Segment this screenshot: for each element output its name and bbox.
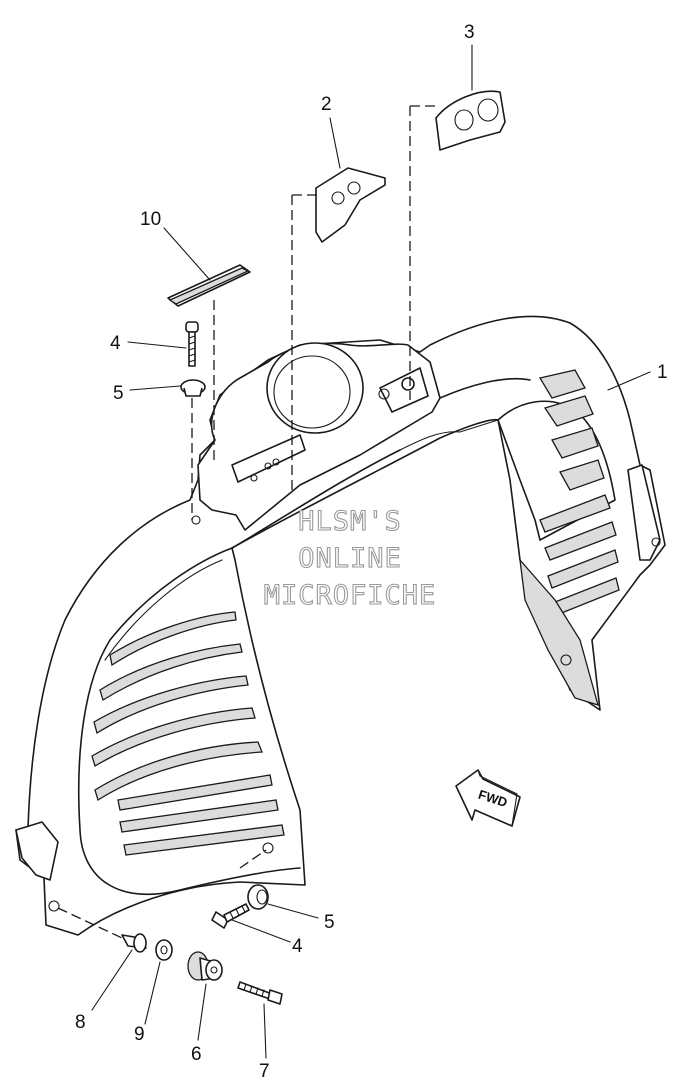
part-5-grommet-lower [247, 884, 269, 910]
callout-1: 1 [657, 362, 668, 383]
part-3-bracket [435, 90, 506, 151]
part-8-collar [121, 933, 147, 953]
callout-4-upper: 4 [110, 333, 121, 354]
callout-5-lower: 5 [324, 912, 335, 933]
callout-8: 8 [75, 1012, 86, 1033]
watermark-line-1: HLSM'S [298, 505, 402, 537]
part-6-rubber-mount [187, 951, 223, 981]
callout-5-upper: 5 [113, 383, 124, 404]
part-4-screw-lower [211, 903, 250, 929]
callout-labels: 1 2 3 10 4 5 5 4 8 9 6 7 [75, 22, 668, 1082]
part-1-inner-panel [15, 315, 666, 936]
part-9-washer [155, 939, 173, 961]
leader-lines [91, 44, 651, 1059]
callout-10: 10 [140, 209, 161, 230]
callout-3: 3 [464, 22, 475, 43]
part-7-bolt [237, 981, 283, 1005]
callout-9: 9 [134, 1024, 145, 1045]
part-10-strip [167, 264, 251, 307]
watermark-line-2: ONLINE [298, 542, 402, 574]
part-5-grommet-upper [180, 379, 206, 397]
callout-2: 2 [321, 94, 332, 115]
part-2-bracket [315, 167, 386, 243]
assembly-lines [57, 105, 436, 939]
watermark-line-3: MICROFICHE [263, 579, 437, 611]
part-4-screw-upper [185, 321, 199, 367]
callout-6: 6 [191, 1044, 202, 1065]
callout-7: 7 [259, 1061, 270, 1082]
fwd-arrow: FWD [455, 769, 521, 827]
callout-4-lower: 4 [292, 936, 303, 957]
